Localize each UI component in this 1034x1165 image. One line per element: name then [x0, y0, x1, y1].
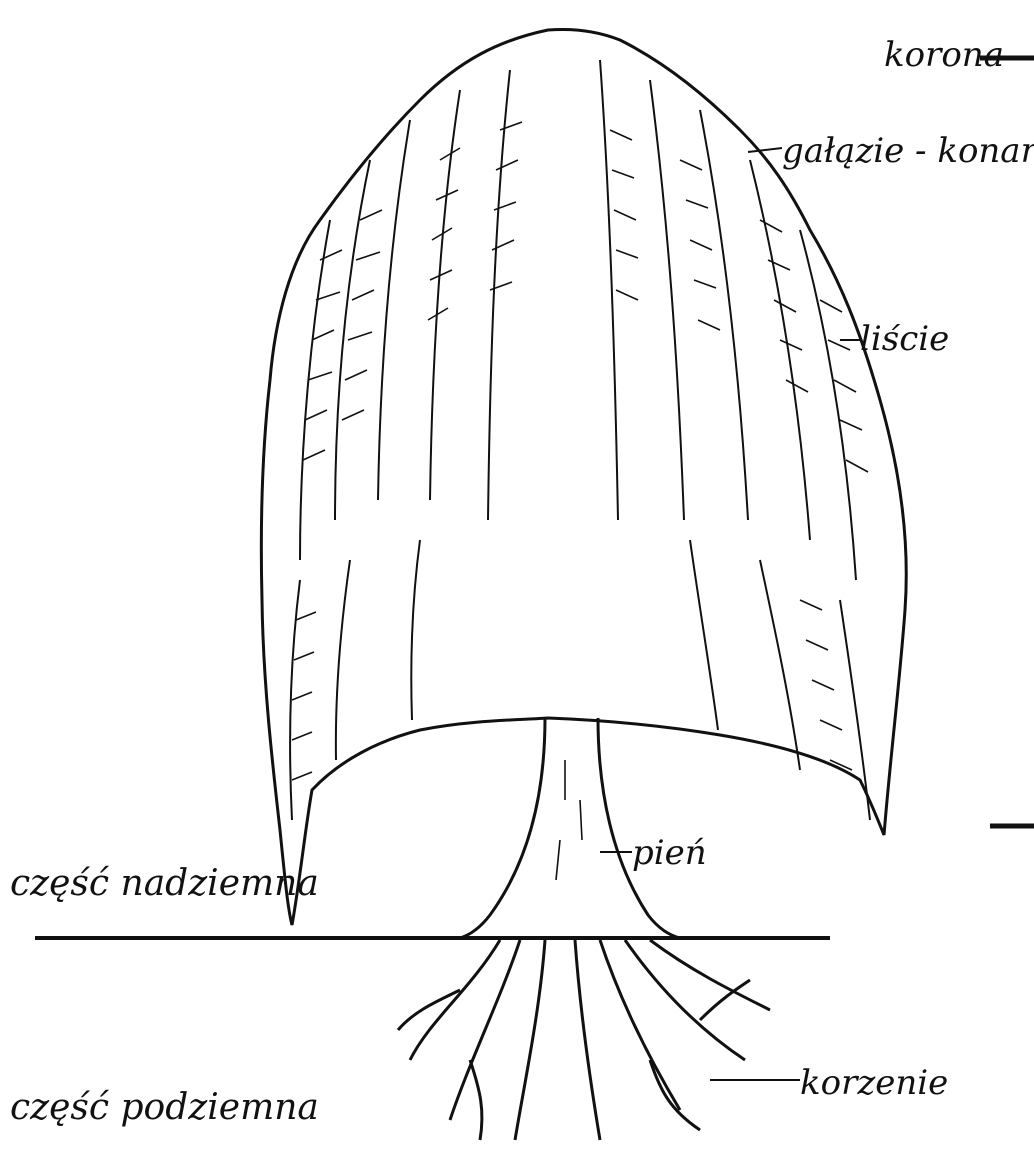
tree-trunk: [460, 718, 680, 938]
trunk-bark-lines: [556, 760, 582, 880]
label-leaves: liście: [860, 322, 949, 356]
label-below-ground: część podziemna: [10, 1090, 319, 1126]
leaf-strands: [290, 60, 870, 820]
tree-roots: [398, 940, 770, 1140]
label-roots: korzenie: [800, 1066, 948, 1100]
label-above-ground: część nadziemna: [10, 866, 319, 902]
label-trunk: pień: [632, 836, 707, 870]
label-crown: korona: [884, 38, 1004, 72]
label-branches: gałązie - konary: [782, 134, 1034, 168]
